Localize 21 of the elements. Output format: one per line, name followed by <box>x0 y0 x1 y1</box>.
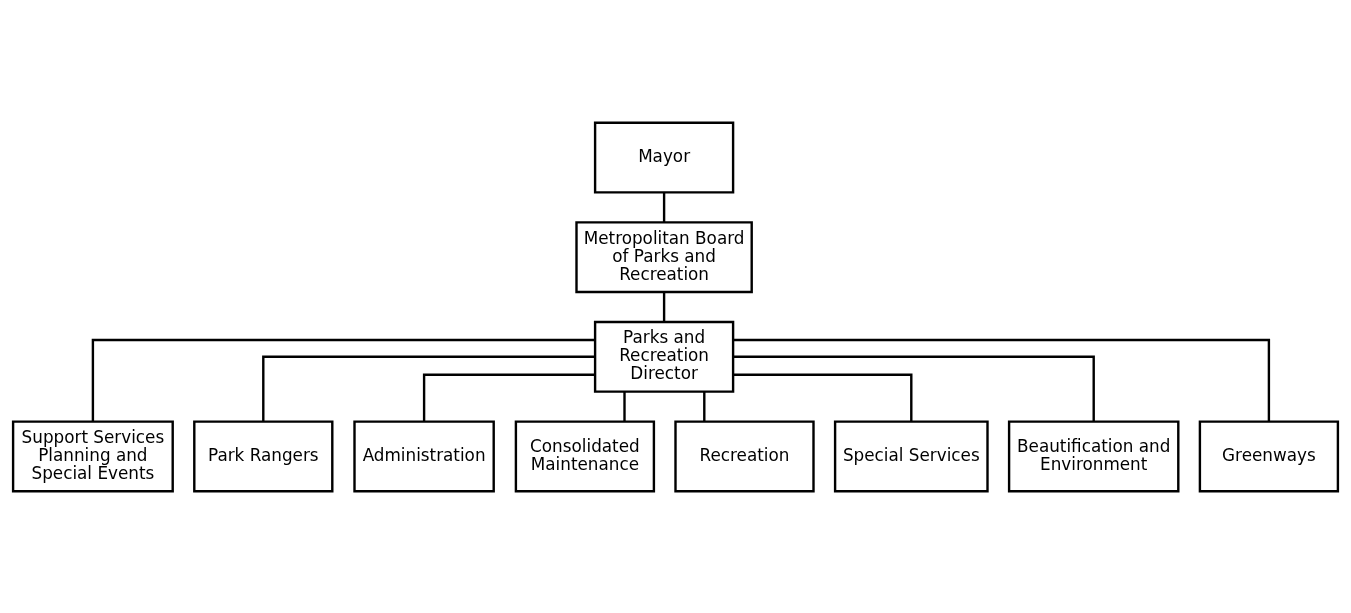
node-box: Recreation <box>674 419 815 492</box>
connector <box>703 391 706 421</box>
node-box: Mayor <box>593 121 735 194</box>
connector <box>623 391 626 421</box>
connector <box>662 291 666 322</box>
node-box: Metropolitan Board of Parks and Recreation <box>575 220 753 293</box>
node-box: Administration <box>353 419 495 492</box>
node-box: Greenways <box>1198 419 1340 492</box>
connector <box>422 373 595 421</box>
connector <box>91 338 595 421</box>
connector <box>262 355 595 422</box>
connector <box>662 191 666 222</box>
node-box: Park Rangers <box>193 419 334 492</box>
connector <box>733 338 1271 421</box>
node-box: Parks and Recreation Director <box>593 320 735 393</box>
connector <box>733 355 1095 422</box>
node-box: Consolidated Maintenance <box>514 419 656 492</box>
node-box: Support Services Planning and Special Events <box>11 419 174 492</box>
node-box: Beautification and Environment <box>1007 419 1180 492</box>
connector <box>733 373 913 421</box>
node-box: Special Services <box>833 419 989 492</box>
